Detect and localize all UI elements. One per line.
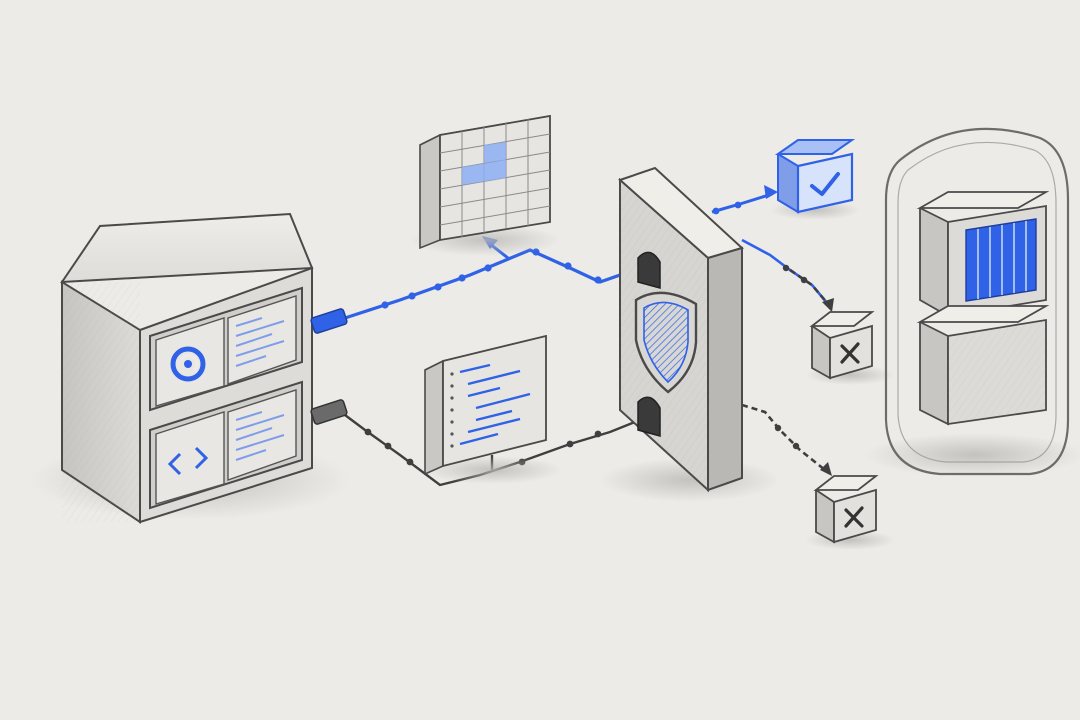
flow-arrowhead-rejected-bottom [820, 462, 832, 476]
flow-line-blue-top [344, 248, 641, 320]
code-document [422, 334, 562, 484]
x-mark-icon [844, 506, 864, 528]
server-bay-bottom [149, 380, 303, 510]
flow-line-accepted [711, 192, 773, 214]
flow-line-rejected-top [741, 238, 829, 305]
table-highlight [462, 142, 506, 185]
source-server [30, 212, 350, 524]
flow-arrowhead-rejected-top [822, 298, 834, 312]
port-dark [310, 399, 348, 425]
secure-enclave [865, 127, 1080, 477]
rejected-cube-bottom [805, 475, 895, 550]
flow-line-rejected-bottom [741, 403, 826, 472]
flow-arrowhead-accepted [764, 185, 778, 199]
flow-beads-accepted [712, 201, 742, 215]
rejected-cube-top [805, 311, 895, 385]
gateway-slot-bottom [637, 396, 661, 437]
server-bay-top [149, 286, 303, 412]
flow-lines [344, 185, 834, 487]
rack-blades [965, 218, 1037, 302]
code-brackets-icon [167, 446, 209, 476]
accepted-cube [770, 139, 860, 220]
enclave-shell [884, 127, 1070, 476]
shield-icon [634, 291, 698, 394]
bay-top-lines [235, 317, 285, 367]
x-mark-icon [840, 342, 860, 364]
flow-beads-blue-top [381, 248, 602, 309]
table-document [410, 114, 560, 256]
security-gateway [600, 166, 780, 502]
code-lines [459, 363, 531, 446]
gateway-slot-top [637, 251, 661, 289]
swirl-logo-icon [170, 346, 206, 382]
port-blue [310, 308, 348, 334]
checkmark-icon [810, 172, 840, 196]
server-rack-icon [916, 191, 1050, 426]
